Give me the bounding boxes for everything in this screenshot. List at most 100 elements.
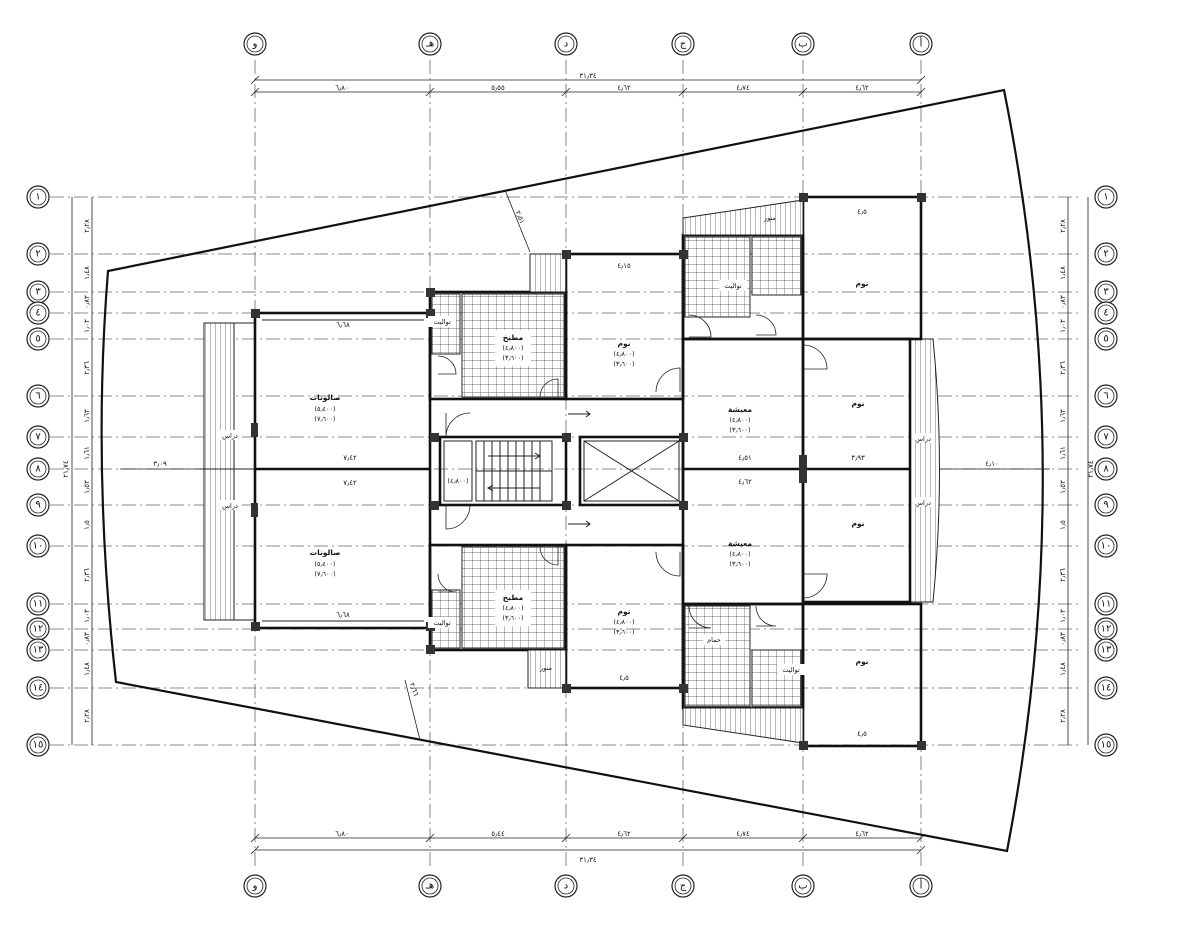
- svg-text:١٫٦١: ١٫٦١: [83, 446, 91, 460]
- row-label: ١٤: [33, 683, 44, 694]
- row-label: ١٢: [33, 624, 44, 635]
- column-bubble: ب: [791, 874, 815, 898]
- inner-dimensions: ٦٫٦٨ ٦٫٦٨ ٧٫٤٢ ٧٫٤٢ ٤٫١٥ ٤٫٥ ٤٫٥١ ٤٫٦٢ ٣…: [336, 208, 867, 738]
- site-dim-diag: ٢٫٦٦: [408, 682, 420, 698]
- row-label: ١١: [1101, 599, 1112, 610]
- stair-label: (٤٫٨٠٠): [447, 477, 468, 485]
- row-label: ٨: [35, 464, 41, 475]
- svg-text:٠٫٨٣: ٠٫٨٣: [83, 632, 91, 646]
- row-label: ٥: [35, 334, 40, 345]
- svg-text:١٫٤٨: ١٫٤٨: [1059, 266, 1067, 280]
- room-label-bath: حمام: [707, 636, 721, 644]
- room-label-dress: دراس: [222, 432, 238, 440]
- left-balcony: دراس دراس: [200, 322, 262, 621]
- svg-text:٤٫١٥: ٤٫١٥: [617, 262, 631, 270]
- svg-text:(٤٫٨٠٠): (٤٫٨٠٠): [502, 344, 523, 352]
- svg-text:١٫٥: ١٫٥: [1059, 520, 1067, 530]
- row-label: ١٠: [33, 541, 44, 552]
- svg-text:٠٫٨٣: ٠٫٨٣: [83, 295, 91, 309]
- column-bubble: هـ: [418, 32, 442, 56]
- column-bubble: ب: [791, 32, 815, 56]
- right-balcony: دراس دراس: [909, 338, 940, 603]
- svg-text:(٤٫٨٠٠): (٤٫٨٠٠): [613, 350, 634, 358]
- svg-text:٢٫٣٦: ٢٫٣٦: [83, 568, 91, 582]
- row-label: ٤: [1103, 308, 1108, 319]
- svg-text:١٫٦٣: ١٫٦٣: [83, 409, 91, 423]
- row-label: ٩: [35, 500, 40, 511]
- svg-text:٧٫٤٢: ٧٫٤٢: [343, 454, 357, 462]
- svg-text:٢٫٣٦: ٢٫٣٦: [83, 361, 91, 375]
- light-shafts: منور منور: [527, 199, 804, 744]
- room-label-shaft: منور: [763, 214, 776, 222]
- room-label-dress: دراس: [222, 502, 238, 510]
- svg-text:٤٫٥: ٤٫٥: [619, 674, 629, 682]
- doors: [437, 314, 828, 629]
- dim-total: ٢١٫٧٤: [1087, 460, 1095, 478]
- svg-text:(٣٫٦٠٠): (٣٫٦٠٠): [502, 614, 523, 622]
- svg-text:١٫٤٨: ١٫٤٨: [1059, 662, 1067, 676]
- room-label-kitchen: مطبخ: [503, 593, 524, 602]
- room-label-wc: تواليت: [433, 318, 450, 326]
- svg-text:٤٫٥١: ٤٫٥١: [738, 454, 752, 462]
- column-bubble: ج: [671, 874, 695, 898]
- column-label: هـ: [425, 881, 434, 892]
- svg-text:(٥٫٤٠٠): (٥٫٤٠٠): [314, 560, 335, 568]
- svg-text:(٣٫٦٠٠): (٣٫٦٠٠): [613, 628, 634, 636]
- svg-text:١٫٠٣: ١٫٠٣: [1059, 319, 1067, 333]
- svg-text:١٫٠٣: ١٫٠٣: [1059, 609, 1067, 623]
- column-label: و: [252, 881, 258, 892]
- svg-text:٦٫٦٨: ٦٫٦٨: [336, 611, 350, 619]
- exterior-walls: [253, 195, 923, 748]
- site-dim-right: ٤٫١٠: [985, 460, 999, 468]
- row-label: ٦: [1103, 391, 1108, 402]
- room-labels: صالونات (٥٫٤٠٠) (٧٫٦٠٠) صالونات (٥٫٤٠٠) …: [310, 279, 869, 675]
- room-label-bedroom: نوم: [855, 279, 868, 288]
- svg-text:٣٫٩٣: ٣٫٩٣: [851, 454, 865, 462]
- dim-seg: ٤٫٦٢: [855, 84, 869, 92]
- row-label: ٤: [35, 308, 40, 319]
- row-label: ١٥: [1101, 740, 1112, 751]
- svg-text:١٫٤٨: ١٫٤٨: [83, 662, 91, 676]
- column-grid-lines: [254, 60, 922, 870]
- room-label-wc: تواليت: [433, 619, 450, 627]
- room-label-bedroom: نوم: [851, 519, 864, 528]
- column-label: هـ: [425, 39, 434, 50]
- dim-seg: ٥٫٤٤: [491, 830, 505, 838]
- row-label: ١: [35, 192, 40, 203]
- column-label: د: [564, 39, 568, 50]
- row-label: ٢: [1103, 249, 1108, 260]
- dim-seg: ٤٫٦٢: [855, 830, 869, 838]
- row-label: ٥: [1103, 334, 1108, 345]
- dim-seg: ٦٫٨٠: [335, 84, 349, 92]
- column-bubbles-top: و هـ د ج ب أ: [243, 32, 933, 56]
- column-label: ج: [680, 39, 687, 50]
- svg-text:٢٫٢٨: ٢٫٢٨: [1059, 219, 1067, 233]
- corridor-arrows: [568, 410, 591, 528]
- row-label: ١٠: [1101, 541, 1112, 552]
- dimension-right: ٢١٫٧٤ ٢٫٢٨ ١٫٤٨ ٠٫٨٣ ١٫٠٣ ٢٫٣٦ ١٫٦٣ ١٫٦١…: [1059, 197, 1095, 745]
- column-label: و: [252, 39, 258, 50]
- svg-text:(٣٫٦٠٠): (٣٫٦٠٠): [729, 426, 750, 434]
- room-label-wc: تواليت: [724, 282, 741, 290]
- row-label: ١: [1103, 192, 1108, 203]
- dimension-top: ٣١٫٣٤ ٦٫٨٠ ٥٫٥٥ ٤٫٦٢ ٤٫٧٤ ٤٫٦٢: [250, 72, 926, 97]
- room-label-bedroom: نوم: [851, 399, 864, 408]
- svg-text:٤٫٥: ٤٫٥: [857, 730, 867, 738]
- row-label: ٨: [1103, 464, 1109, 475]
- svg-text:٢٫٢٨: ٢٫٢٨: [1059, 709, 1067, 723]
- svg-text:١٫٠٣: ١٫٠٣: [83, 609, 91, 623]
- row-label: ٣: [1103, 287, 1109, 298]
- column-label: ب: [798, 39, 807, 50]
- row-label: ١٤: [1101, 683, 1112, 694]
- row-bubbles-right: ١ ٢ ٣ ٤ ٥ ٦ ٧ ٨ ٩ ١٠ ١١ ١٢ ١٣ ١٤ ١٥: [1094, 185, 1118, 757]
- dim-seg: ٤٫٦٢: [617, 84, 631, 92]
- svg-text:(٣٫٦٠٠): (٣٫٦٠٠): [729, 560, 750, 568]
- room-label-living: معيشة: [728, 405, 752, 414]
- svg-text:(٥٫٤٠٠): (٥٫٤٠٠): [314, 405, 335, 413]
- row-label: ٢: [35, 249, 40, 260]
- room-label-wc: تواليت: [782, 666, 799, 674]
- column-label: أ: [920, 879, 923, 892]
- svg-text:١٫٦٣: ١٫٦٣: [1059, 409, 1067, 423]
- room-label-dress: دراس: [915, 435, 931, 443]
